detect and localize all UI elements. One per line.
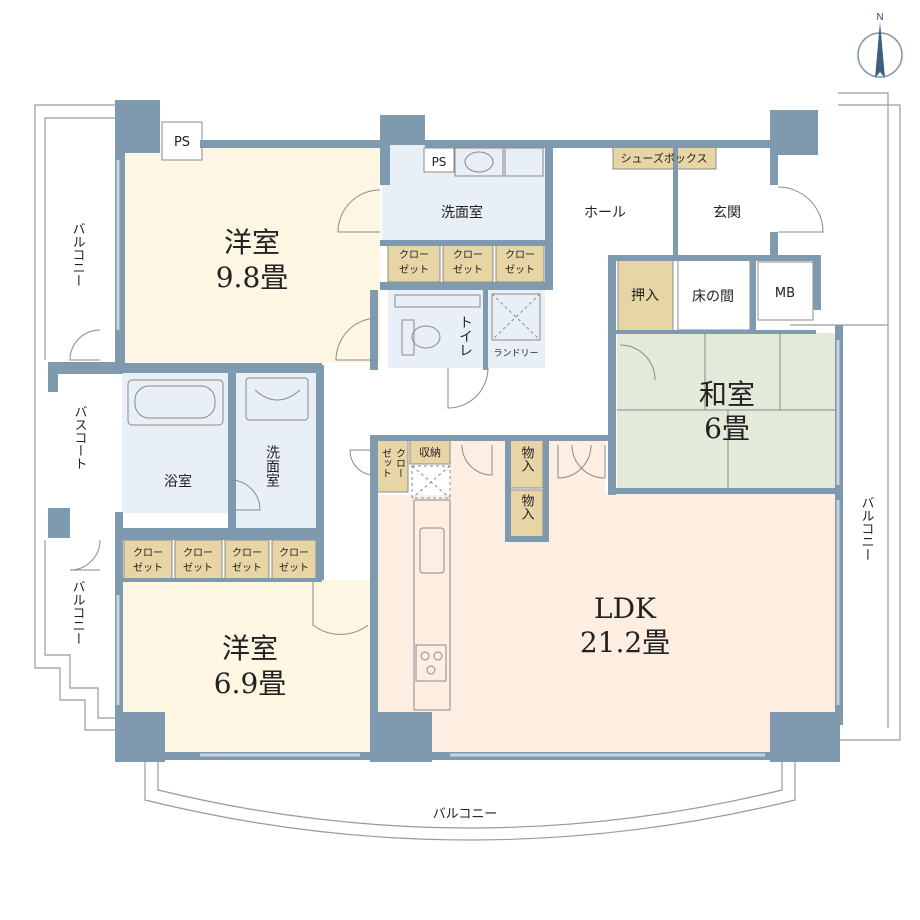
storage-label: 収納 — [419, 446, 441, 459]
tokonoma-label: 床の間 — [692, 289, 734, 305]
japanese-room-name: 和室 — [699, 378, 755, 411]
ldk-floor — [378, 440, 835, 752]
balcony-left-bottom-label: バルコニー — [70, 580, 86, 645]
washroom-lower-label: 洗面室 — [264, 445, 280, 487]
compass-needle-icon — [875, 22, 885, 78]
fixtures — [69, 147, 840, 757]
toilet-label: トイレ — [457, 315, 473, 357]
ldk-closet-label-top: クロー — [394, 448, 405, 478]
ldk-name: LDK — [594, 592, 657, 625]
entrance-label: 玄関 — [713, 204, 741, 221]
closet-upper-3-bottom: ゼット — [505, 264, 535, 276]
ps-label-right: PS — [432, 155, 447, 169]
ldk-size: 21.2畳 — [580, 626, 670, 659]
western-room-large-size: 9.8畳 — [216, 261, 289, 294]
balcony-right-label: バルコニー — [859, 496, 875, 561]
walls — [48, 100, 843, 762]
western-room-small-name: 洋室 — [222, 632, 278, 665]
laundry-floor — [487, 290, 545, 368]
closet-lower-1-top: クロー — [133, 547, 163, 559]
utility-boxes — [161, 121, 814, 331]
western-room-large-name: 洋室 — [224, 226, 280, 259]
closet-upper-1-top: クロー — [399, 249, 429, 261]
closet-lower-3-bottom: ゼット — [232, 562, 262, 574]
hall-label: ホール — [584, 205, 626, 221]
closet-lower-2-top: クロー — [183, 547, 213, 559]
balcony-left-top-label: バルコニー — [70, 222, 86, 287]
monoire-lower-label: 物入 — [519, 494, 535, 520]
bath-court-floor — [55, 372, 100, 517]
western-room-large-floor — [122, 145, 380, 363]
bath-court-label: バスコート — [72, 405, 88, 470]
bath-floor — [122, 373, 230, 513]
shoebox-label: シューズボックス — [620, 151, 707, 165]
compass-north-label: N — [876, 12, 883, 23]
balcony-bottom-label: バルコニー — [433, 807, 498, 822]
closet-upper-2-top: クロー — [453, 249, 483, 261]
laundry-label: ランドリー — [493, 348, 538, 359]
closet-upper-2-bottom: ゼット — [453, 264, 483, 276]
mb-label: MB — [775, 286, 795, 301]
washroom-upper-floor — [382, 145, 545, 240]
western-room-small-size: 6.9畳 — [214, 667, 287, 700]
balcony-outlines — [34, 92, 901, 841]
monoire-upper-label: 物入 — [519, 446, 535, 472]
closet-lower-4-top: クロー — [279, 547, 309, 559]
room-fills — [55, 145, 835, 752]
oshiire-label: 押入 — [631, 288, 659, 304]
compass: N — [857, 12, 903, 78]
washroom-upper-label: 洗面室 — [441, 204, 483, 221]
ldk-closet-label-bottom: ゼット — [380, 448, 392, 478]
japanese-room-size: 6畳 — [704, 412, 750, 445]
closet-lower-2-bottom: ゼット — [183, 562, 213, 574]
closet-lower-1-bottom: ゼット — [133, 562, 163, 574]
ps-label-left: PS — [174, 135, 190, 150]
bath-label: 浴室 — [164, 473, 192, 490]
storage-fills — [123, 144, 717, 581]
closet-upper-1-bottom: ゼット — [399, 264, 429, 276]
closet-upper-3-top: クロー — [505, 249, 535, 261]
closet-lower-3-top: クロー — [232, 547, 262, 559]
washroom-lower-floor — [236, 373, 316, 528]
closet-lower-4-bottom: ゼット — [279, 562, 309, 574]
